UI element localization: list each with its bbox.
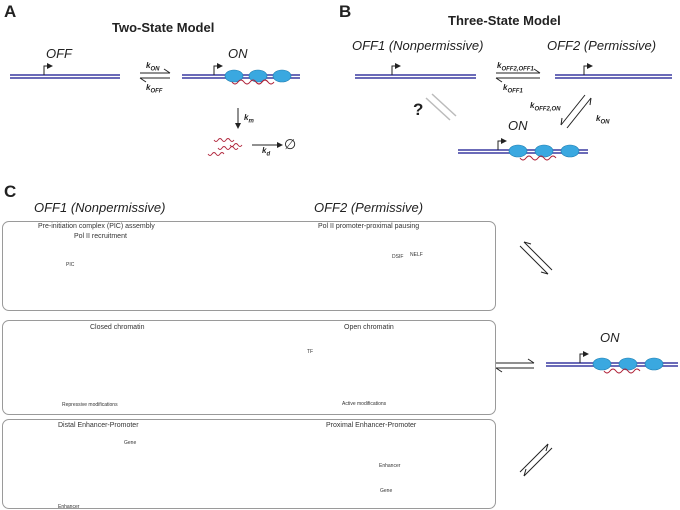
- panel-a-title: Two-State Model: [112, 20, 215, 35]
- null-set-symbol: ∅: [284, 136, 297, 152]
- k-off2-off1-rate: kOFF2,OFF1: [497, 61, 534, 73]
- repressive-legend: Repressive modifications: [62, 402, 118, 408]
- dsif-label: DSIF: [392, 254, 404, 260]
- k-off2-on-rate: kOFF2,ON: [530, 101, 561, 113]
- on-label-c: ON: [600, 330, 620, 345]
- distal-title: Distal Enhancer-Promoter: [58, 422, 139, 429]
- k-m-rate: km: [244, 113, 254, 125]
- pausing-title: Pol II promoter-proximal pausing: [318, 223, 420, 230]
- distal-gene-label: Gene: [124, 440, 137, 446]
- row2-box: [2, 320, 496, 415]
- row3-to-on-arrows: [519, 443, 553, 477]
- proximal-gene-label: Gene: [380, 488, 393, 494]
- pic-assembly-title: Pre-initiation complex (PIC) assembly: [38, 223, 155, 230]
- on-state-label: ON: [228, 46, 248, 61]
- k-off-rate: kOFF: [146, 83, 163, 95]
- off2-state-label: OFF2 (Permissive): [547, 38, 657, 53]
- pol2-recruitment-label: Pol II recruitment: [74, 233, 127, 240]
- dna-off-a: [10, 63, 120, 79]
- rate-arrows-a: [139, 68, 171, 83]
- dna-off1-b: [355, 63, 476, 79]
- off1-header: OFF1 (Nonpermissive): [34, 200, 166, 215]
- nelf-label: NELF: [410, 252, 423, 258]
- off-state-label: OFF: [46, 46, 72, 61]
- proximal-title: Proximal Enhancer-Promoter: [326, 422, 417, 429]
- row2-to-on-arrows: [495, 358, 535, 373]
- closed-chromatin-title: Closed chromatin: [90, 324, 145, 331]
- polymerase-on-a: [224, 69, 292, 83]
- off1-state-label: OFF1 (Nonpermissive): [352, 38, 484, 53]
- question-arrows: [425, 93, 457, 121]
- pic-tag: PIC: [66, 262, 75, 268]
- row1-box: [2, 221, 496, 311]
- row1-to-on-arrows: [519, 241, 553, 275]
- proximal-enhancer-label: Enhancer: [379, 463, 401, 469]
- k-on-rate: kON: [146, 61, 160, 73]
- active-legend: Active modifications: [342, 401, 387, 407]
- on-state-label-b: ON: [508, 118, 528, 133]
- panel-b-title: Three-State Model: [448, 13, 561, 28]
- rate-arrows-b-top: [495, 68, 541, 83]
- rna-on-a: [231, 79, 275, 85]
- open-chromatin-title: Open chromatin: [344, 324, 394, 331]
- dna-on-c: [546, 351, 678, 374]
- dna-off2-b: [555, 63, 672, 79]
- panel-a-letter: A: [4, 2, 17, 21]
- k-on-rate-b: kON: [596, 114, 610, 126]
- k-d-rate: kd: [262, 146, 271, 158]
- distal-enhancer-label: Enhancer: [58, 504, 80, 510]
- tf-label: TF: [307, 349, 314, 355]
- panel-c-letter: C: [4, 182, 17, 201]
- unknown-transition: ?: [413, 100, 424, 119]
- k-off1-rate: kOFF1: [503, 83, 523, 95]
- rate-arrows-b-diag: [560, 94, 592, 129]
- panel-b-letter: B: [339, 2, 352, 21]
- dna-on-b: [458, 138, 588, 161]
- mrna-pool: [207, 138, 243, 156]
- row3-box: [2, 419, 496, 509]
- off2-header: OFF2 (Permissive): [314, 200, 424, 215]
